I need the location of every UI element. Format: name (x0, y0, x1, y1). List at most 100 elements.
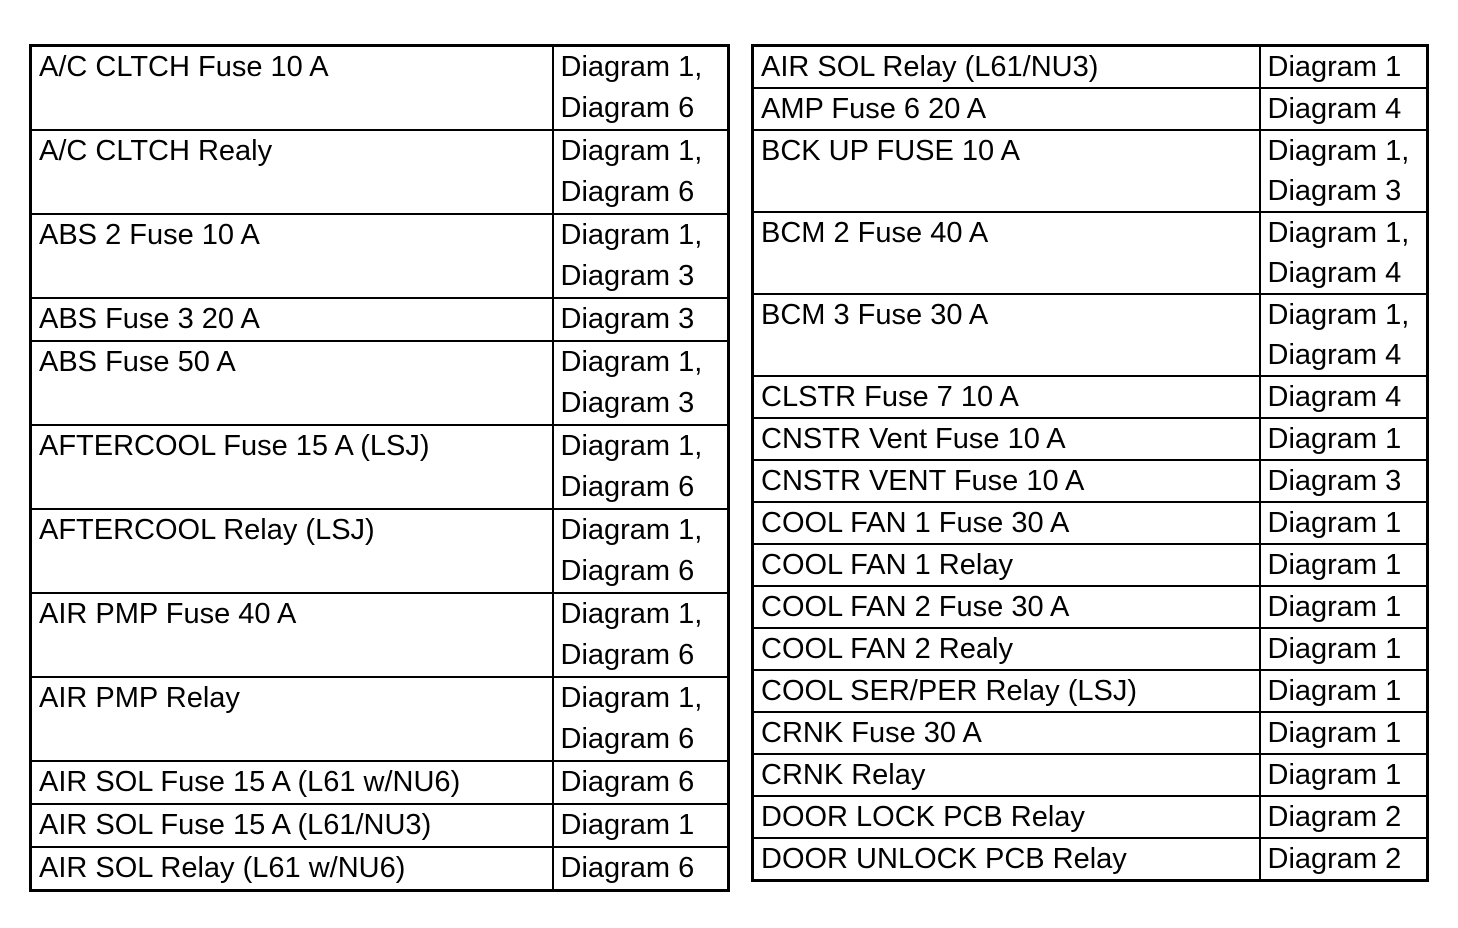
diagram-ref-line: Diagram 1, (1267, 299, 1410, 331)
diagram-ref-cell: Diagram 1 (1258, 627, 1429, 671)
diagram-ref-line: Diagram 1 (1267, 633, 1402, 665)
device-name-cell: AFTERCOOL Relay (LSJ) (29, 508, 554, 594)
diagram-ref-cell: Diagram 6 (551, 760, 730, 805)
diagram-ref-line: Diagram 1, (1267, 217, 1410, 249)
diagram-ref-line: Diagram 1, (560, 682, 703, 714)
diagram-ref-line: Diagram 1, (560, 598, 703, 630)
diagram-ref-line: Diagram 3 (560, 303, 695, 335)
diagram-ref-cell: Diagram 3 (1258, 459, 1429, 503)
device-name-cell: CLSTR Fuse 7 10 A (751, 375, 1261, 419)
diagram-ref-cell: Diagram 1, Diagram 6 (551, 129, 730, 215)
diagram-ref-line: Diagram 6 (560, 555, 695, 587)
diagram-ref-cell: Diagram 1 (1258, 44, 1429, 89)
device-name-cell: BCM 3 Fuse 30 A (751, 293, 1261, 377)
diagram-ref-cell: Diagram 6 (551, 846, 730, 892)
table-row: AIR SOL Relay (L61 w/NU6)Diagram 6 (29, 846, 730, 892)
device-name-cell: ABS 2 Fuse 10 A (29, 213, 554, 299)
device-name-cell: A/C CLTCH Fuse 10 A (29, 44, 554, 131)
diagram-ref-cell: Diagram 1, Diagram 6 (551, 508, 730, 594)
diagram-ref-cell: Diagram 1, Diagram 4 (1258, 293, 1429, 377)
diagram-ref-line: Diagram 4 (1267, 257, 1402, 289)
device-name-cell: DOOR LOCK PCB Relay (751, 795, 1261, 839)
device-name-cell: COOL SER/PER Relay (LSJ) (751, 669, 1261, 713)
diagram-ref-line: Diagram 4 (1267, 93, 1402, 125)
diagram-ref-line: Diagram 1 (1267, 759, 1402, 791)
device-name-cell: A/C CLTCH Realy (29, 129, 554, 215)
device-name-cell: AIR PMP Relay (29, 676, 554, 762)
table-row: AFTERCOOL Relay (LSJ)Diagram 1, Diagram 6 (29, 508, 730, 594)
diagram-ref-line: Diagram 6 (560, 639, 695, 671)
diagram-ref-cell: Diagram 4 (1258, 375, 1429, 419)
diagram-ref-line: Diagram 1 (1267, 591, 1402, 623)
device-name-cell: COOL FAN 2 Realy (751, 627, 1261, 671)
diagram-ref-line: Diagram 4 (1267, 339, 1402, 371)
diagram-ref-line: Diagram 1, (560, 346, 703, 378)
diagram-ref-line: Diagram 6 (560, 766, 695, 798)
diagram-ref-cell: Diagram 1 (1258, 501, 1429, 545)
diagram-ref-line: Diagram 6 (560, 471, 695, 503)
diagram-ref-cell: Diagram 1, Diagram 6 (551, 592, 730, 678)
diagram-ref-line: Diagram 3 (560, 387, 695, 419)
diagram-ref-line: Diagram 1 (560, 809, 695, 841)
table-row: AFTERCOOL Fuse 15 A (LSJ)Diagram 1,Diagr… (29, 424, 730, 510)
diagram-ref-cell: Diagram 1 (1258, 753, 1429, 797)
diagram-ref-cell: Diagram 1 (1258, 669, 1429, 713)
diagram-ref-line: Diagram 3 (560, 260, 695, 292)
device-name-cell: AFTERCOOL Fuse 15 A (LSJ) (29, 424, 554, 510)
diagram-ref-line: Diagram 4 (1267, 381, 1402, 413)
diagram-ref-cell: Diagram 1, Diagram 3 (551, 213, 730, 299)
diagram-ref-cell: Diagram 1, Diagram 3 (551, 340, 730, 426)
diagram-ref-line: Diagram 1 (1267, 675, 1402, 707)
diagram-ref-line: Diagram 3 (1267, 175, 1402, 207)
device-name-cell: BCM 2 Fuse 40 A (751, 211, 1261, 295)
diagram-ref-line: Diagram 1 (1267, 51, 1402, 83)
device-name-cell: ABS Fuse 50 A (29, 340, 554, 426)
table-row: AIR SOL Relay (L61/NU3)Diagram 1 (751, 44, 1429, 89)
diagram-ref-cell: Diagram 1 (1258, 711, 1429, 755)
diagram-ref-line: Diagram 6 (560, 176, 695, 208)
table-row: AIR SOL Fuse 15 A (L61/NU3)Diagram 1 (29, 803, 730, 848)
device-name-cell: ABS Fuse 3 20 A (29, 297, 554, 342)
diagram-ref-cell: Diagram 1 (1258, 543, 1429, 587)
table-row: COOL SER/PER Relay (LSJ)Diagram 1 (751, 669, 1429, 713)
diagram-ref-cell: Diagram 1,Diagram 6 (551, 44, 730, 131)
diagram-ref-cell: Diagram 1, Diagram 4 (1258, 211, 1429, 295)
diagram-ref-cell: Diagram 1,Diagram 6 (551, 676, 730, 762)
device-name-cell: COOL FAN 1 Fuse 30 A (751, 501, 1261, 545)
diagram-ref-line: Diagram 1, (560, 514, 703, 546)
device-name-cell: AIR SOL Relay (L61/NU3) (751, 44, 1261, 89)
device-name-cell: CNSTR VENT Fuse 10 A (751, 459, 1261, 503)
device-name-cell: DOOR UNLOCK PCB Relay (751, 837, 1261, 882)
device-name-cell: AIR SOL Fuse 15 A (L61/NU3) (29, 803, 554, 848)
diagram-ref-line: Diagram 1 (1267, 423, 1402, 455)
diagram-ref-line: Diagram 1 (1267, 507, 1402, 539)
diagram-ref-line: Diagram 1, (560, 135, 703, 167)
diagram-ref-cell: Diagram 4 (1258, 87, 1429, 131)
diagram-ref-line: Diagram 1 (1267, 549, 1402, 581)
device-name-cell: CNSTR Vent Fuse 10 A (751, 417, 1261, 461)
table-row: AIR SOL Fuse 15 A (L61 w/NU6)Diagram 6 (29, 760, 730, 805)
diagram-ref-line: Diagram 1, (560, 219, 703, 251)
